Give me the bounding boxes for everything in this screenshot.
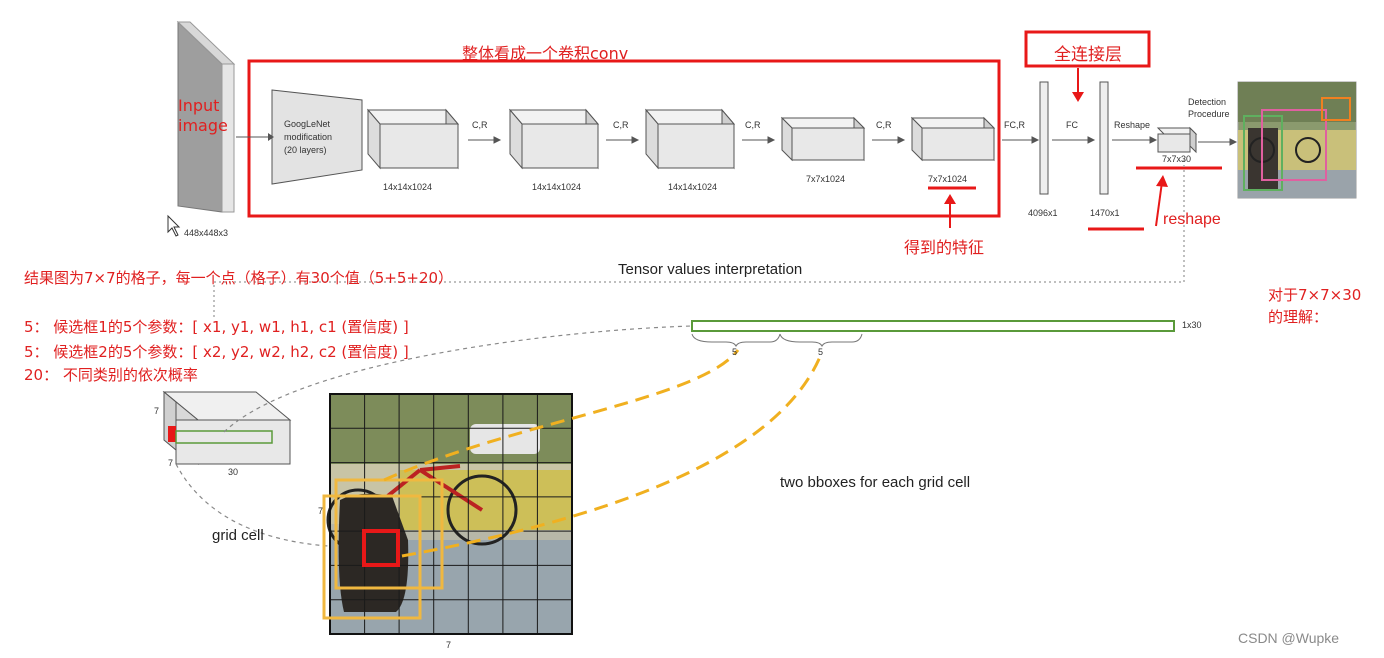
googlenet-label: GoogLeNet modification (20 layers) [284, 119, 333, 155]
block-size-4: 7x7x1024 [806, 174, 846, 184]
op-label-7: Reshape [1114, 120, 1151, 130]
fc-bar-1470 [1099, 81, 1109, 195]
block-size-5: 7x7x1024 [928, 174, 968, 184]
tensor-cube-7x7x30 [162, 390, 292, 466]
feature-block-2 [508, 108, 600, 170]
grid-side-left-label: 7 [318, 506, 324, 516]
feature-block-1 [366, 108, 460, 170]
output-size-label: 7x7x30 [1162, 154, 1192, 164]
vector-1x30 [691, 320, 1175, 332]
op-label-3: C,R [745, 120, 761, 130]
features-annotation: 得到的特征 [904, 238, 985, 257]
reshape-annotation: reshape [1163, 211, 1221, 228]
op-label-2: C,R [613, 120, 629, 130]
result-grid-note: 结果图为7×7的格子，每一个点（格子）有30个值（5+5+20） [24, 269, 454, 287]
input-size-label: 448x448x3 [184, 228, 229, 238]
block-size-1: 14x14x1024 [383, 182, 433, 192]
conv-annotation: 整体看成一个卷积conv [462, 44, 629, 63]
block-size-3: 14x14x1024 [668, 182, 718, 192]
cursor-icon [167, 214, 181, 237]
vector-seg-1-label: 5 [732, 347, 738, 357]
feature-block-4 [780, 116, 866, 162]
feature-block-5 [910, 116, 996, 162]
classes-note: 20： 不同类别的依次概率 [24, 366, 198, 384]
fc-annotation: 全连接层 [1054, 45, 1122, 65]
op-label-1: C,R [472, 120, 488, 130]
detection-image-thumb [1237, 81, 1357, 199]
detection-label: Detection Procedure [1188, 97, 1230, 119]
understand-note: 对于7×7×30 的理解： [1268, 286, 1362, 326]
op-label-5: FC,R [1004, 120, 1025, 130]
fc-bar-4096 [1039, 81, 1049, 195]
fc-callout-box [1024, 30, 1151, 68]
input-image-label: Input image [178, 96, 228, 135]
op-label-4: C,R [876, 120, 892, 130]
box1-note: 5： 候选框1的5个参数：[ x1, y1, w1, h1, c1 (置信度) … [24, 318, 409, 336]
box2-note: 5： 候选框2的5个参数：[ x2, y2, w2, h2, c2 (置信度) … [24, 343, 409, 361]
output-cube [1156, 126, 1198, 154]
cube-width-label: 7 [168, 458, 174, 468]
conv-region-box [247, 59, 1001, 218]
grid-side-bottom-label: 7 [446, 640, 452, 650]
cube-depth-label: 30 [228, 467, 239, 477]
grid-cell-label: grid cell [212, 527, 264, 544]
two-bboxes-label: two bboxes for each grid cell [780, 474, 971, 491]
fc1-size-label: 4096x1 [1028, 208, 1058, 218]
watermark: CSDN @Wupke [1238, 630, 1340, 646]
vector-size-label: 1x30 [1182, 320, 1202, 330]
vector-seg-2-label: 5 [818, 347, 824, 357]
block-size-2: 14x14x1024 [532, 182, 582, 192]
interpretation-title: Tensor values interpretation [618, 261, 803, 278]
googlenet-block [271, 89, 363, 185]
feature-block-3 [644, 108, 736, 170]
cube-height-label: 7 [154, 406, 160, 416]
fc2-size-label: 1470x1 [1090, 208, 1120, 218]
op-label-6: FC [1066, 120, 1078, 130]
